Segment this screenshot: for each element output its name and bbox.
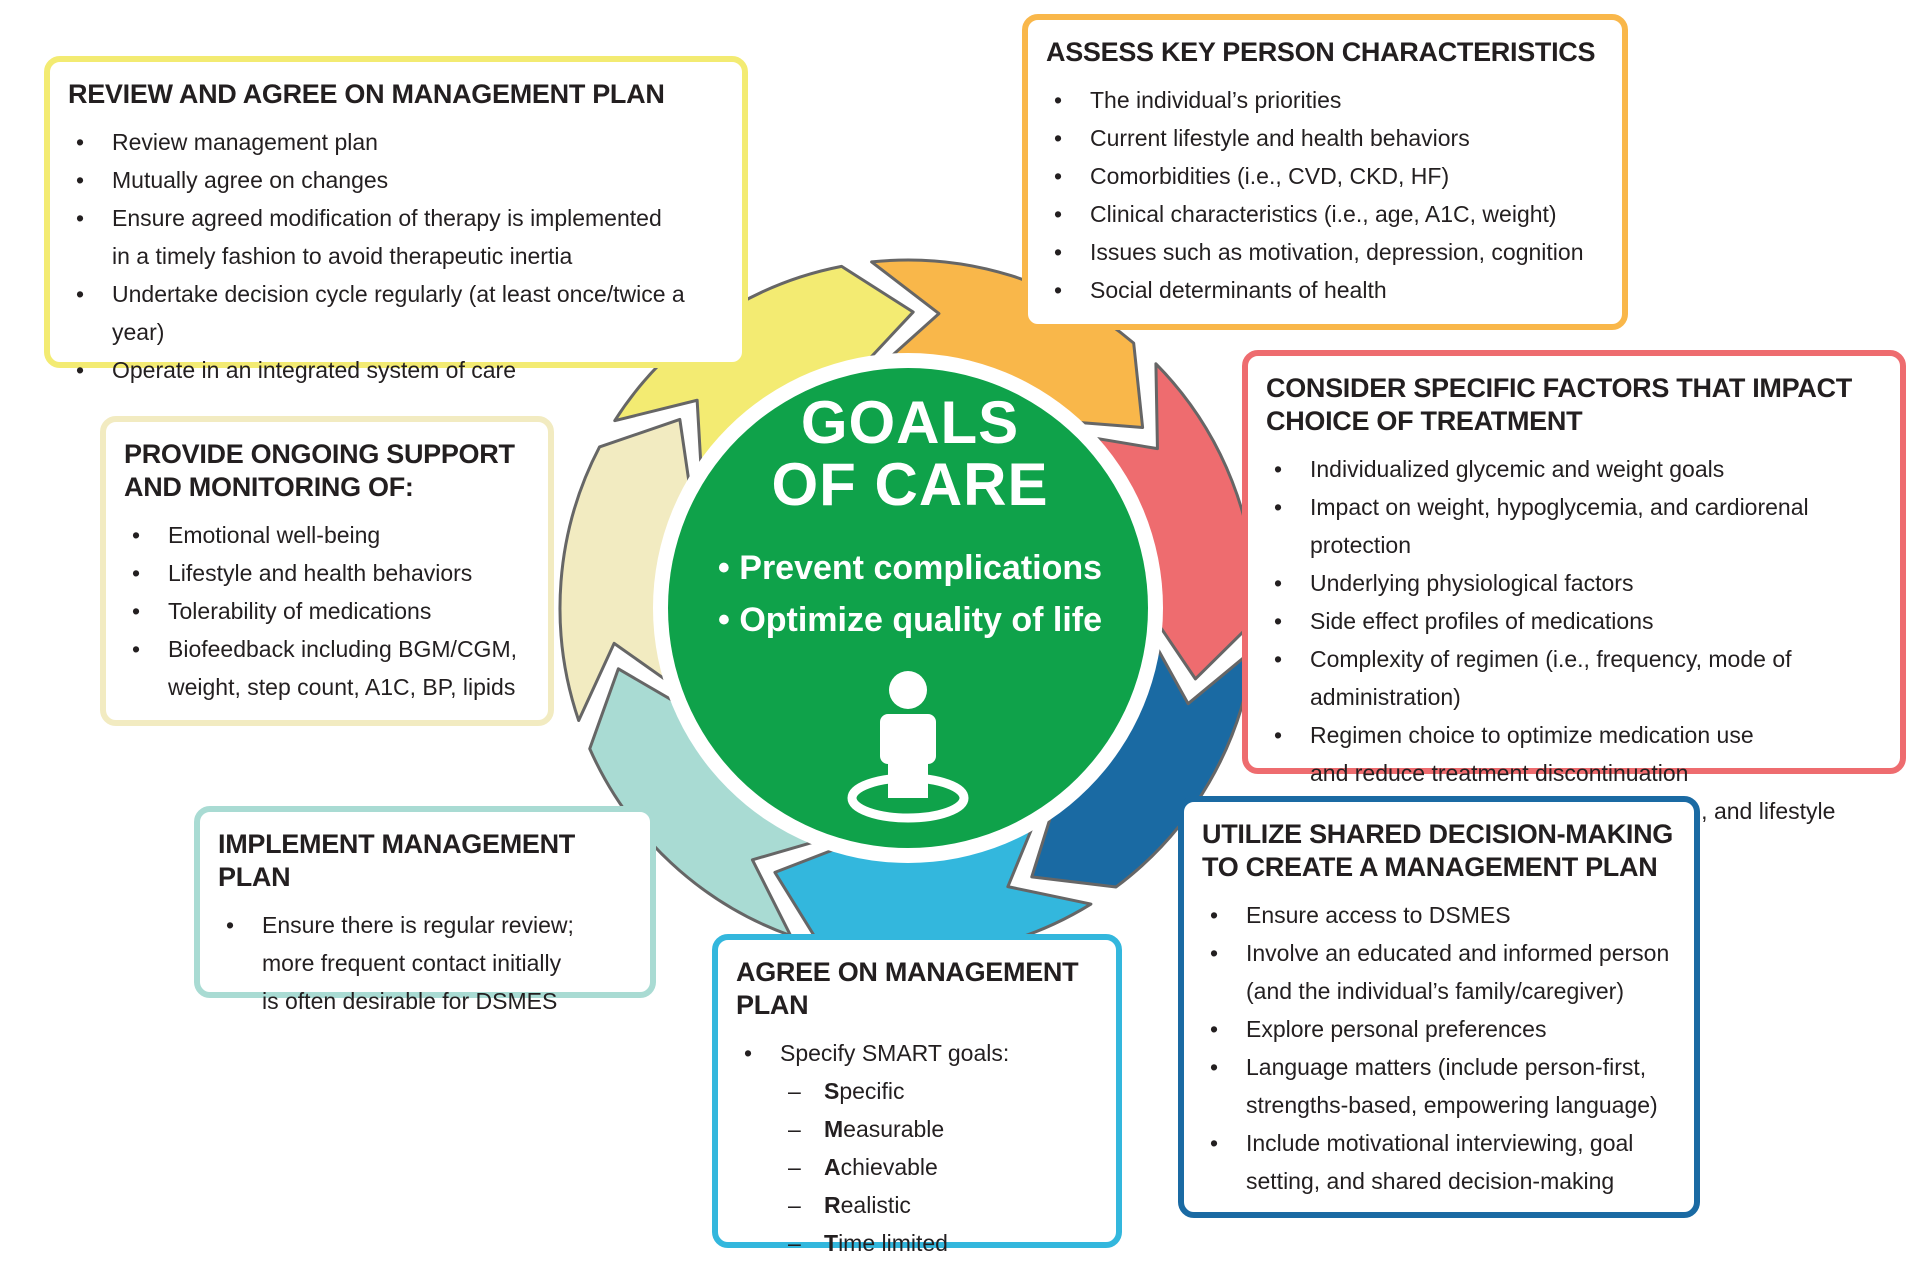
support-title: PROVIDE ONGOING SUPPORT AND MONITORING O… xyxy=(124,439,515,502)
agree-box: AGREE ON MANAGEMENT PLAN Specify SMART g… xyxy=(712,934,1122,1262)
utilize-list: Ensure access to DSMES Involve an educat… xyxy=(1202,896,1676,1200)
smart-letter: S xyxy=(824,1078,840,1104)
consider-title: CONSIDER SPECIFIC FACTORS THAT IMPACT CH… xyxy=(1266,373,1852,436)
list-item: Clinical characteristics (i.e., age, A1C… xyxy=(1046,195,1604,233)
review-list: Review management plan Mutually agree on… xyxy=(68,123,724,389)
utilize-box: UTILIZE SHARED DECISION-MAKING TO CREATE… xyxy=(1178,796,1700,1218)
cycle-arrows xyxy=(558,258,1258,958)
agree-list: Specify SMART goals: Specific Measurable… xyxy=(736,1034,1098,1262)
list-item-text: Regimen choice to optimize medication us… xyxy=(1310,722,1754,748)
smart-letter: T xyxy=(824,1230,839,1256)
support-list: Emotional well-being Lifestyle and healt… xyxy=(124,516,530,706)
list-item: Biofeedback including BGM/CGM, weight, st… xyxy=(124,630,530,706)
list-item: Undertake decision cycle regularly (at l… xyxy=(68,275,724,351)
list-item-text: Ensure agreed modification of therapy is… xyxy=(112,205,662,231)
list-item: Language matters (include person-first, s… xyxy=(1202,1048,1676,1124)
list-item: Include motivational interviewing, goal s… xyxy=(1202,1124,1676,1200)
smart-rest: chievable xyxy=(840,1154,938,1180)
list-item: Mutually agree on changes xyxy=(68,161,724,199)
implement-box: IMPLEMENT MANAGEMENT PLAN Ensure there i… xyxy=(194,806,656,1014)
list-item-continuation: and reduce treatment discontinuation xyxy=(1310,760,1689,786)
smart-item: Specific xyxy=(736,1072,1098,1110)
list-item: Operate in an integrated system of care xyxy=(68,351,724,389)
list-item: Complexity of regimen (i.e., frequency, … xyxy=(1266,640,1882,716)
list-item: Issues such as motivation, depression, c… xyxy=(1046,233,1604,271)
smart-rest: easurable xyxy=(843,1116,945,1142)
smart-rest: ime limited xyxy=(838,1230,948,1256)
implement-list: Ensure there is regular review; more freq… xyxy=(218,906,632,1020)
goals-title-line2: OF CARE xyxy=(771,451,1049,518)
list-item: The individual’s priorities xyxy=(1046,81,1604,119)
list-item-continuation: is often desirable for DSMES xyxy=(262,988,558,1014)
list-item-continuation: (and the individual’s family/caregiver) xyxy=(1246,978,1624,1004)
list-item: Involve an educated and informed person (… xyxy=(1202,934,1676,1010)
list-item-text: Involve an educated and informed person xyxy=(1246,940,1670,966)
utilize-title: UTILIZE SHARED DECISION-MAKING TO CREATE… xyxy=(1202,819,1674,882)
smart-item: Realistic xyxy=(736,1186,1098,1224)
smart-letter: M xyxy=(824,1116,844,1142)
list-item: Comorbidities (i.e., CVD, CKD, HF) xyxy=(1046,157,1604,195)
assess-title: ASSESS KEY PERSON CHARACTERISTICS xyxy=(1046,37,1596,67)
list-item-continuation: strengths-based, empowering language) xyxy=(1246,1092,1658,1118)
agree-title: AGREE ON MANAGEMENT PLAN xyxy=(736,957,1079,1020)
list-item: Underlying physiological factors xyxy=(1266,564,1882,602)
list-item-continuation: weight, step count, A1C, BP, lipids xyxy=(168,674,516,700)
goals-of-care-title: GOALS OF CARE xyxy=(680,392,1140,516)
person-on-target-icon xyxy=(847,671,969,823)
list-item: Ensure there is regular review; more freq… xyxy=(218,906,632,1020)
goals-of-care-list: • Prevent complications • Optimize quali… xyxy=(660,542,1160,646)
smart-item: Measurable xyxy=(736,1110,1098,1148)
list-item: Current lifestyle and health behaviors xyxy=(1046,119,1604,157)
smart-rest: pecific xyxy=(839,1078,905,1104)
consider-box: CONSIDER SPECIFIC FACTORS THAT IMPACT CH… xyxy=(1242,350,1906,862)
goal-item: • Prevent complications xyxy=(717,549,1103,587)
list-item-continuation: more frequent contact initially xyxy=(262,950,562,976)
assess-list: The individual’s priorities Current life… xyxy=(1046,81,1604,309)
goals-title-line1: GOALS xyxy=(800,389,1020,456)
list-item: Ensure access to DSMES xyxy=(1202,896,1676,934)
list-item: Specify SMART goals: xyxy=(736,1034,1098,1072)
smart-item: Achievable xyxy=(736,1148,1098,1186)
list-item: Lifestyle and health behaviors xyxy=(124,554,530,592)
list-item-text: Biofeedback including BGM/CGM, xyxy=(168,636,517,662)
support-box: PROVIDE ONGOING SUPPORT AND MONITORING O… xyxy=(100,416,554,726)
smart-item: Time limited xyxy=(736,1224,1098,1262)
implement-title: IMPLEMENT MANAGEMENT PLAN xyxy=(218,829,575,892)
review-box: REVIEW AND AGREE ON MANAGEMENT PLAN Revi… xyxy=(44,56,748,389)
list-item: Emotional well-being xyxy=(124,516,530,554)
list-item-text: Language matters (include person-first, xyxy=(1246,1054,1647,1080)
smart-rest: ealistic xyxy=(840,1192,911,1218)
list-item: Social determinants of health xyxy=(1046,271,1604,309)
list-item: Individualized glycemic and weight goals xyxy=(1266,450,1882,488)
list-item-continuation: setting, and shared decision-making xyxy=(1246,1168,1615,1194)
list-item: Ensure agreed modification of therapy is… xyxy=(68,199,724,275)
assess-box: ASSESS KEY PERSON CHARACTERISTICS The in… xyxy=(1022,14,1628,330)
list-item: Side effect profiles of medications xyxy=(1266,602,1882,640)
goal-item: • Optimize quality of life xyxy=(717,601,1103,639)
review-title: REVIEW AND AGREE ON MANAGEMENT PLAN xyxy=(68,79,665,109)
list-item: Explore personal preferences xyxy=(1202,1010,1676,1048)
smart-letter: R xyxy=(824,1192,841,1218)
smart-letter: A xyxy=(824,1154,841,1180)
list-item: Tolerability of medications xyxy=(124,592,530,630)
list-item-continuation: in a timely fashion to avoid therapeutic… xyxy=(112,243,573,269)
list-item: Review management plan xyxy=(68,123,724,161)
list-item-text: Ensure there is regular review; xyxy=(262,912,574,938)
list-item-text: Include motivational interviewing, goal xyxy=(1246,1130,1634,1156)
consider-list: Individualized glycemic and weight goals… xyxy=(1266,450,1882,868)
goals-of-care-circle xyxy=(668,368,1148,848)
list-item: Impact on weight, hypoglycemia, and card… xyxy=(1266,488,1882,564)
list-item: Regimen choice to optimize medication us… xyxy=(1266,716,1882,792)
